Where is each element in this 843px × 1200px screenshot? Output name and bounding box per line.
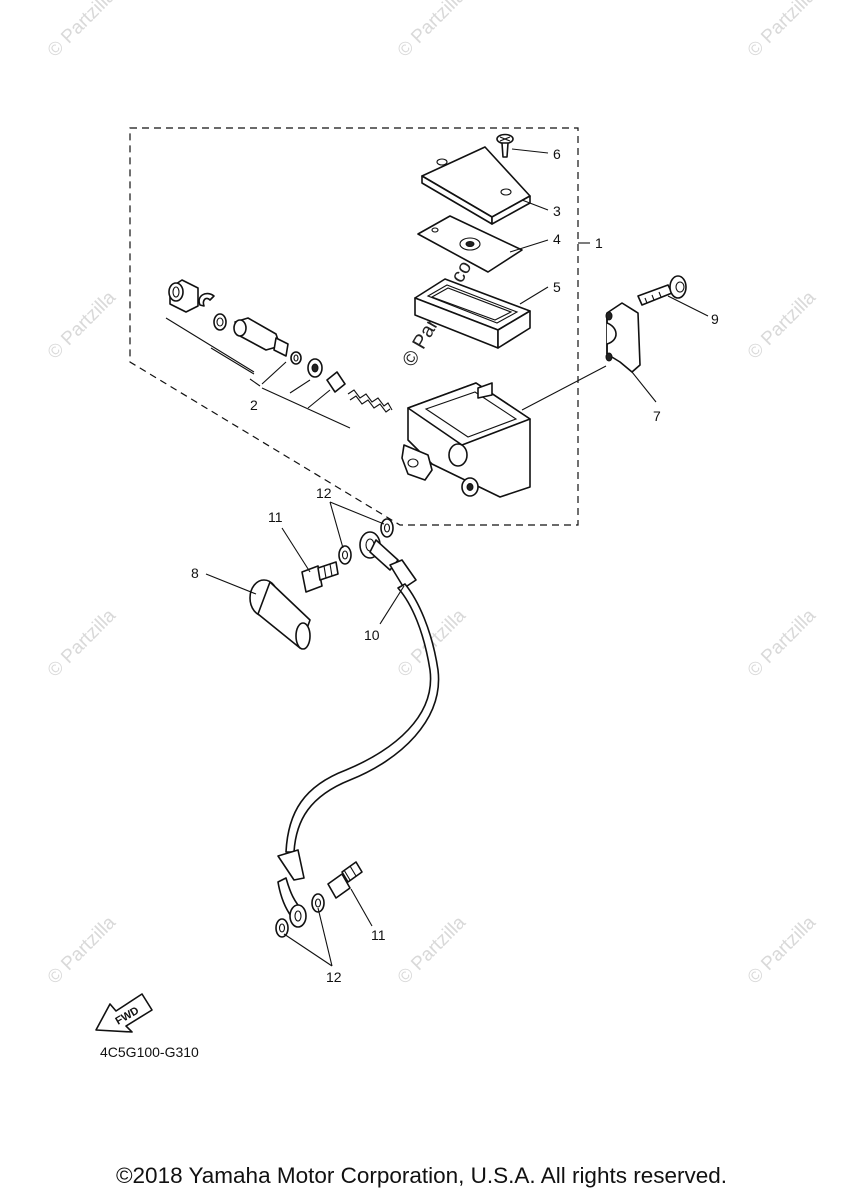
callout-12-lower: 12 [326,969,342,985]
boot-part-8 [249,579,311,650]
figure-code: 4C5G100-G310 [100,1044,199,1060]
piston-kit-part-2 [165,279,393,429]
callout-4: 4 [553,231,561,247]
callout-12-upper: 12 [316,485,332,501]
watermark: © Partzilla [44,287,121,364]
union-bolt-part-11-lower [327,861,363,899]
watermark: © Partzilla [744,912,821,989]
callout-5: 5 [553,279,561,295]
copyright-notice: ©2018 Yamaha Motor Corporation, U.S.A. A… [115,1163,728,1188]
reservoir-cap-part-3 [421,146,531,225]
callout-6: 6 [553,146,561,162]
watermark: © Partzilla [44,605,121,682]
watermark: © Partzilla [44,0,121,62]
washer-part-12-lower [275,893,325,938]
watermark: © Partzilla [744,605,821,682]
union-bolt-part-11-upper [301,561,339,593]
watermark-layer: © Partzilla © Partzilla © Partzilla © Pa… [44,0,821,989]
callout-1: 1 [595,235,603,251]
assembly-boundary [129,127,579,526]
brake-hose-part-10 [277,531,440,928]
callout-2: 2 [250,397,258,413]
washer-part-12-upper [338,518,394,565]
callout-3: 3 [553,203,561,219]
leader-lines [205,148,709,967]
callout-labels: 1 2 3 4 5 6 7 8 9 10 11 11 12 12 [191,146,719,985]
callout-7: 7 [653,408,661,424]
callout-9: 9 [711,311,719,327]
watermark: © Partzilla [744,287,821,364]
diaphragm-plate-part-4 [417,215,523,273]
fwd-arrow-icon: FWD [95,993,153,1033]
callout-11-upper: 11 [268,509,283,525]
callout-11-lower: 11 [371,927,386,943]
callout-8: 8 [191,565,199,581]
diaphragm-part-5 [414,278,531,349]
holder-bolt-part-9 [637,275,687,306]
screw-part-6 [496,133,514,158]
watermark: © Partzilla [394,912,471,989]
handlebar-holder-part-7 [605,302,641,373]
callout-10: 10 [364,627,380,643]
watermark: © Partzilla [44,912,121,989]
watermark: © Partzilla [394,0,471,62]
master-cylinder-body [401,382,531,498]
watermark: © Partzilla [744,0,821,62]
